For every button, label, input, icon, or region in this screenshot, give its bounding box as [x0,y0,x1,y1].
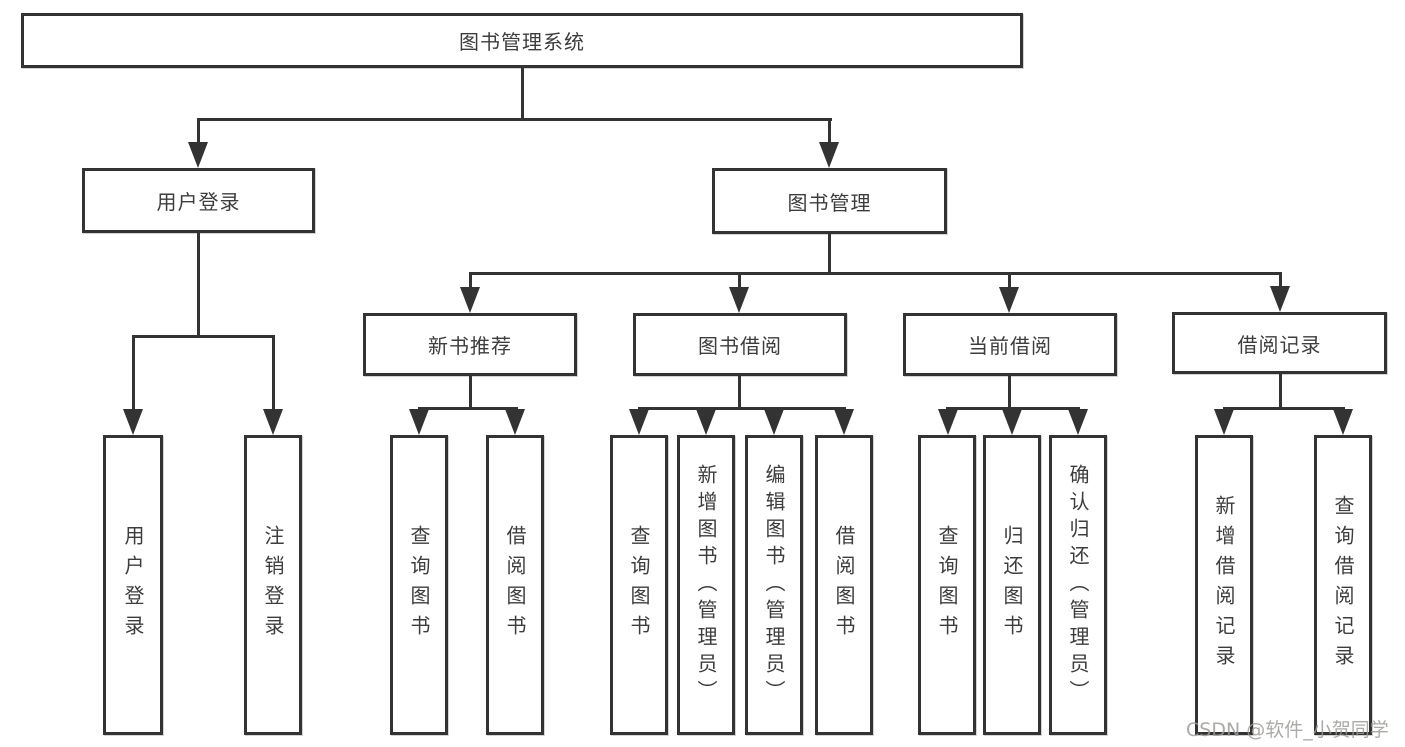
connector-line [469,272,1282,275]
arrow-down-icon [764,409,784,435]
leaf-logout: 注销登录 [244,435,302,735]
connector-line [197,118,832,121]
arrow-down-icon [1002,409,1022,435]
node-borrowing-records: 借阅记录 [1172,312,1387,374]
node-label: 借阅记录 [1237,332,1322,357]
node-label: 新增借阅记录 [1212,495,1236,675]
connector-line [738,376,741,410]
leaf-add-borrow-record: 新增借阅记录 [1195,435,1253,735]
arrow-down-icon [460,287,480,313]
node-label: 编辑图书（管理员） [762,463,786,707]
arrow-down-icon [696,409,716,435]
arrow-down-icon [729,287,749,313]
arrow-down-icon [409,409,429,435]
leaf-current-query-books: 查询图书 [918,435,976,735]
connector-line [418,407,518,410]
connector-line [197,118,200,146]
connector-line [197,233,200,338]
node-label: 查询图书 [627,525,651,645]
arrow-down-icon [505,409,525,435]
node-user-login: 用户登录 [82,168,315,233]
leaf-add-book-admin: 新增图书（管理员） [677,435,735,735]
arrow-down-icon [834,409,854,435]
leaf-return-books: 归还图书 [983,435,1041,735]
connector-line [1008,376,1011,410]
node-label: 新增图书（管理员） [694,463,718,707]
connector-line [132,335,135,411]
leaf-edit-book-admin: 编辑图书（管理员） [745,435,803,735]
node-book-management: 图书管理 [712,168,947,234]
node-new-book-recommendation: 新书推荐 [363,313,577,376]
leaf-borrowing-borrow-books: 借阅图书 [815,435,873,735]
leaf-query-borrow-record: 查询借阅记录 [1314,435,1372,735]
node-label: 用户登录 [121,525,145,645]
connector-line [828,118,831,146]
node-label: 图书借阅 [698,334,782,358]
connector-line [1223,407,1345,410]
leaf-recommend-borrow-books: 借阅图书 [486,435,544,735]
connector-line [946,407,1080,410]
arrow-down-icon [1068,409,1088,435]
connector-line [1279,272,1282,288]
leaf-confirm-return-admin: 确认归还（管理员） [1049,435,1107,735]
node-label: 查询图书 [935,525,959,645]
node-label: 确认归还（管理员） [1066,463,1090,707]
connector-line [738,272,741,290]
connector-line [828,234,831,274]
arrow-down-icon [938,409,958,435]
leaf-borrowing-query-books: 查询图书 [610,435,668,735]
node-label: 借阅图书 [832,525,856,645]
node-label: 查询图书 [407,525,431,645]
arrow-down-icon [1214,409,1234,435]
node-label: 注销登录 [261,525,285,645]
node-label: 借阅图书 [503,525,527,645]
node-label: 当前借阅 [968,334,1052,358]
watermark: CSDN @软件_小贺同学 [1186,719,1389,741]
leaf-user-login: 用户登录 [103,435,163,735]
arrow-down-icon [1333,409,1353,435]
node-label: 查询借阅记录 [1331,495,1355,675]
connector-line [1008,272,1011,290]
connector-line [469,376,472,410]
node-book-borrowing: 图书借阅 [633,313,847,376]
node-label: 归还图书 [1000,525,1024,645]
arrow-down-icon [629,409,649,435]
arrow-down-icon [999,287,1019,313]
arrow-down-icon [1270,286,1290,312]
arrow-down-icon [819,142,839,168]
arrow-down-icon [123,409,143,435]
node-label: 图书管理系统 [459,30,585,54]
connector-line [469,272,472,290]
node-label: 新书推荐 [428,334,512,358]
arrow-down-icon [188,142,208,168]
connector-line [1279,374,1282,410]
node-library-system: 图书管理系统 [21,13,1023,68]
node-label: 图书管理 [787,190,872,215]
connector-line [521,68,524,120]
connector-line [272,335,275,411]
connector-line [132,335,275,338]
arrow-down-icon [263,409,283,435]
node-label: 用户登录 [156,190,241,214]
node-current-borrowing: 当前借阅 [903,313,1117,376]
connector-line [638,407,846,410]
leaf-recommend-query-books: 查询图书 [390,435,448,735]
